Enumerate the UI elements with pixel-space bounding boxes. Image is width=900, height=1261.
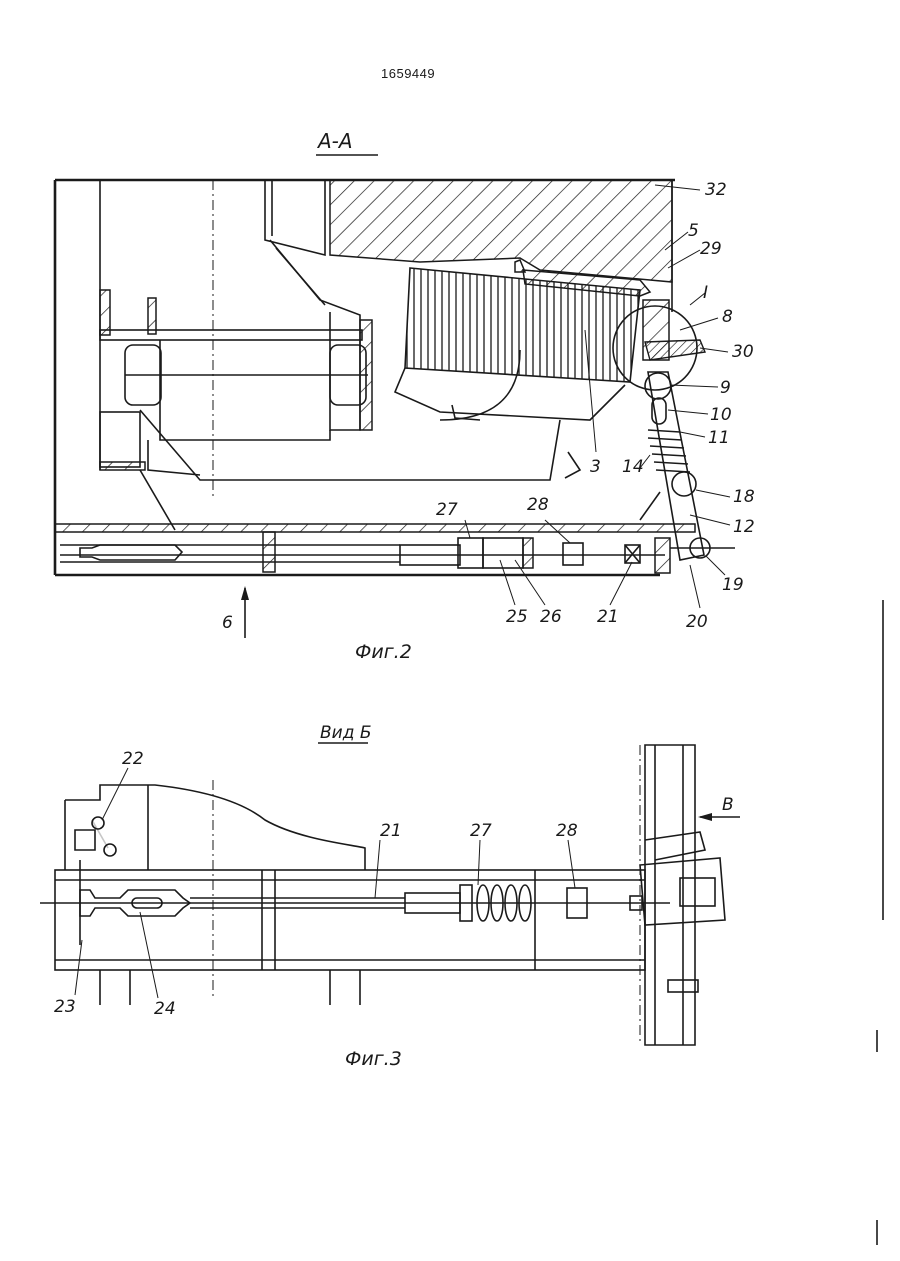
view-arrow-6-head — [241, 586, 249, 600]
label-I: I — [703, 283, 708, 303]
label-19: 19 — [722, 575, 744, 595]
label-32: 32 — [705, 180, 727, 200]
label-25: 25 — [506, 607, 528, 627]
frame-web — [270, 240, 360, 430]
label-3: 3 — [590, 457, 601, 477]
turnbuckle — [80, 545, 182, 560]
label-27-fig3: 27 — [470, 821, 492, 841]
label-29: 29 — [700, 239, 722, 259]
upper-housing-outline — [65, 785, 365, 870]
block-32 — [330, 180, 672, 282]
label-5: 5 — [688, 221, 699, 241]
label-B: В — [722, 795, 734, 815]
coil-tab — [565, 452, 580, 478]
nut-28 — [563, 543, 583, 565]
lower-housing — [140, 410, 560, 480]
left-block-foot — [100, 462, 145, 470]
right-frame-bracket — [645, 832, 705, 860]
left-leg — [100, 970, 130, 1005]
pivot-18 — [672, 472, 696, 496]
pin-9 — [645, 373, 671, 399]
label-18: 18 — [733, 487, 755, 507]
lever-22-pin-bottom — [104, 844, 116, 856]
label-28-fig3: 28 — [556, 821, 578, 841]
left-block — [100, 412, 140, 467]
figure-3: Вид Б — [40, 723, 740, 1070]
label-22: 22 — [122, 749, 144, 769]
lower-diagonal — [140, 470, 175, 530]
clamp-block — [680, 878, 715, 906]
label-6: 6 — [222, 613, 233, 633]
rod-support — [263, 532, 275, 572]
label-28-fig2: 28 — [527, 495, 549, 515]
section-label: A-A — [316, 129, 353, 153]
label-27-fig2: 27 — [436, 500, 458, 520]
label-10: 10 — [710, 405, 732, 425]
figure-2: A-A — [55, 129, 755, 663]
main-beam — [55, 870, 645, 970]
label-14: 14 — [622, 457, 644, 477]
fig2-caption: Фиг.2 — [355, 641, 412, 663]
right-frame — [645, 745, 695, 1045]
view-label: Вид Б — [320, 723, 372, 743]
collar-27 — [458, 538, 483, 568]
left-post — [100, 290, 110, 335]
fig3-caption: Фиг.3 — [345, 1048, 402, 1070]
label-11: 11 — [708, 428, 730, 448]
upper-housing-window — [75, 830, 95, 850]
frame-web-inner — [276, 248, 325, 305]
label-12: 12 — [733, 517, 755, 537]
label-23: 23 — [54, 997, 76, 1017]
view-arrow-b-head — [698, 813, 712, 821]
label-26: 26 — [540, 607, 562, 627]
bracket-20 — [655, 538, 670, 573]
label-21-fig2: 21 — [597, 607, 619, 627]
label-24: 24 — [154, 999, 176, 1019]
post-2 — [148, 298, 156, 334]
leader-22 — [102, 768, 128, 820]
label-20: 20 — [686, 612, 708, 632]
base-plate — [55, 524, 695, 532]
carriage-inner — [160, 340, 330, 440]
label-9: 9 — [720, 378, 731, 398]
center-leg — [330, 970, 360, 1005]
label-8: 8 — [722, 307, 733, 327]
lever-stop — [640, 492, 660, 520]
stop-plate — [523, 538, 533, 568]
label-21-fig3: 21 — [380, 821, 402, 841]
label-30: 30 — [732, 342, 754, 362]
carriage-top-beam — [100, 330, 362, 340]
